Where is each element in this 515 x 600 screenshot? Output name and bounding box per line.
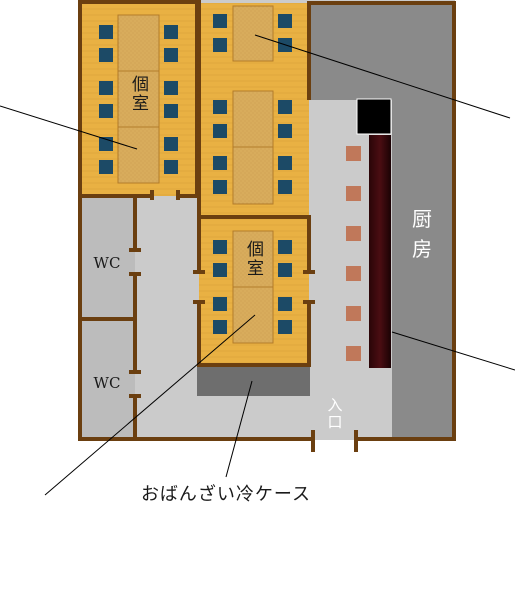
seat <box>213 124 227 138</box>
obanzai-case <box>197 366 310 396</box>
seat <box>164 104 178 118</box>
door-marks <box>129 190 358 452</box>
leader-line <box>0 105 138 150</box>
seat <box>213 38 227 52</box>
seat <box>278 240 292 254</box>
seat <box>213 156 227 170</box>
stool <box>346 306 361 321</box>
seat <box>164 81 178 95</box>
seat <box>278 124 292 138</box>
seat <box>213 297 227 311</box>
seat <box>278 156 292 170</box>
seat <box>213 240 227 254</box>
table <box>117 14 160 184</box>
seat <box>278 180 292 194</box>
leader-lines <box>0 34 515 496</box>
seat <box>213 320 227 334</box>
stool <box>346 346 361 361</box>
seat <box>278 320 292 334</box>
table <box>232 5 274 62</box>
seat <box>278 100 292 114</box>
leader-line <box>391 331 515 371</box>
kitchen-area <box>310 3 453 100</box>
counter <box>369 135 391 368</box>
wc-upper-floor <box>80 198 135 318</box>
leader-line <box>254 34 511 119</box>
stool <box>346 226 361 241</box>
seat <box>164 25 178 39</box>
leader-line <box>225 380 253 478</box>
private-room-label: 個室 <box>128 75 149 113</box>
seat <box>99 25 113 39</box>
counter-stools <box>346 146 361 361</box>
kitchen-label-2: 房 <box>412 237 432 261</box>
seat <box>213 180 227 194</box>
seats <box>99 14 292 334</box>
seat <box>213 263 227 277</box>
seat <box>213 100 227 114</box>
kitchen-label-1: 厨 <box>412 207 432 231</box>
seat <box>99 48 113 62</box>
appliance <box>356 98 392 135</box>
wc-label: WC <box>94 374 121 392</box>
seat <box>278 297 292 311</box>
tables <box>117 5 274 344</box>
stool <box>346 186 361 201</box>
seat <box>99 81 113 95</box>
entrance-label-1: 入 <box>327 396 342 414</box>
walls <box>78 0 456 441</box>
stool <box>346 266 361 281</box>
obanzai-case-label: おばんざい冷ケース <box>141 483 311 505</box>
stool <box>346 146 361 161</box>
seat <box>164 137 178 151</box>
seat <box>99 160 113 174</box>
seat <box>164 160 178 174</box>
seat <box>164 48 178 62</box>
seat <box>99 104 113 118</box>
wc-label: WC <box>94 254 121 272</box>
wc-lower-floor <box>80 320 135 438</box>
leader-line <box>44 314 256 496</box>
entrance-label-2: 口 <box>327 413 342 431</box>
seat <box>213 14 227 28</box>
private-room-label: 個室 <box>243 240 264 278</box>
seat <box>278 263 292 277</box>
kitchen-area-side <box>392 100 453 438</box>
seat <box>278 14 292 28</box>
